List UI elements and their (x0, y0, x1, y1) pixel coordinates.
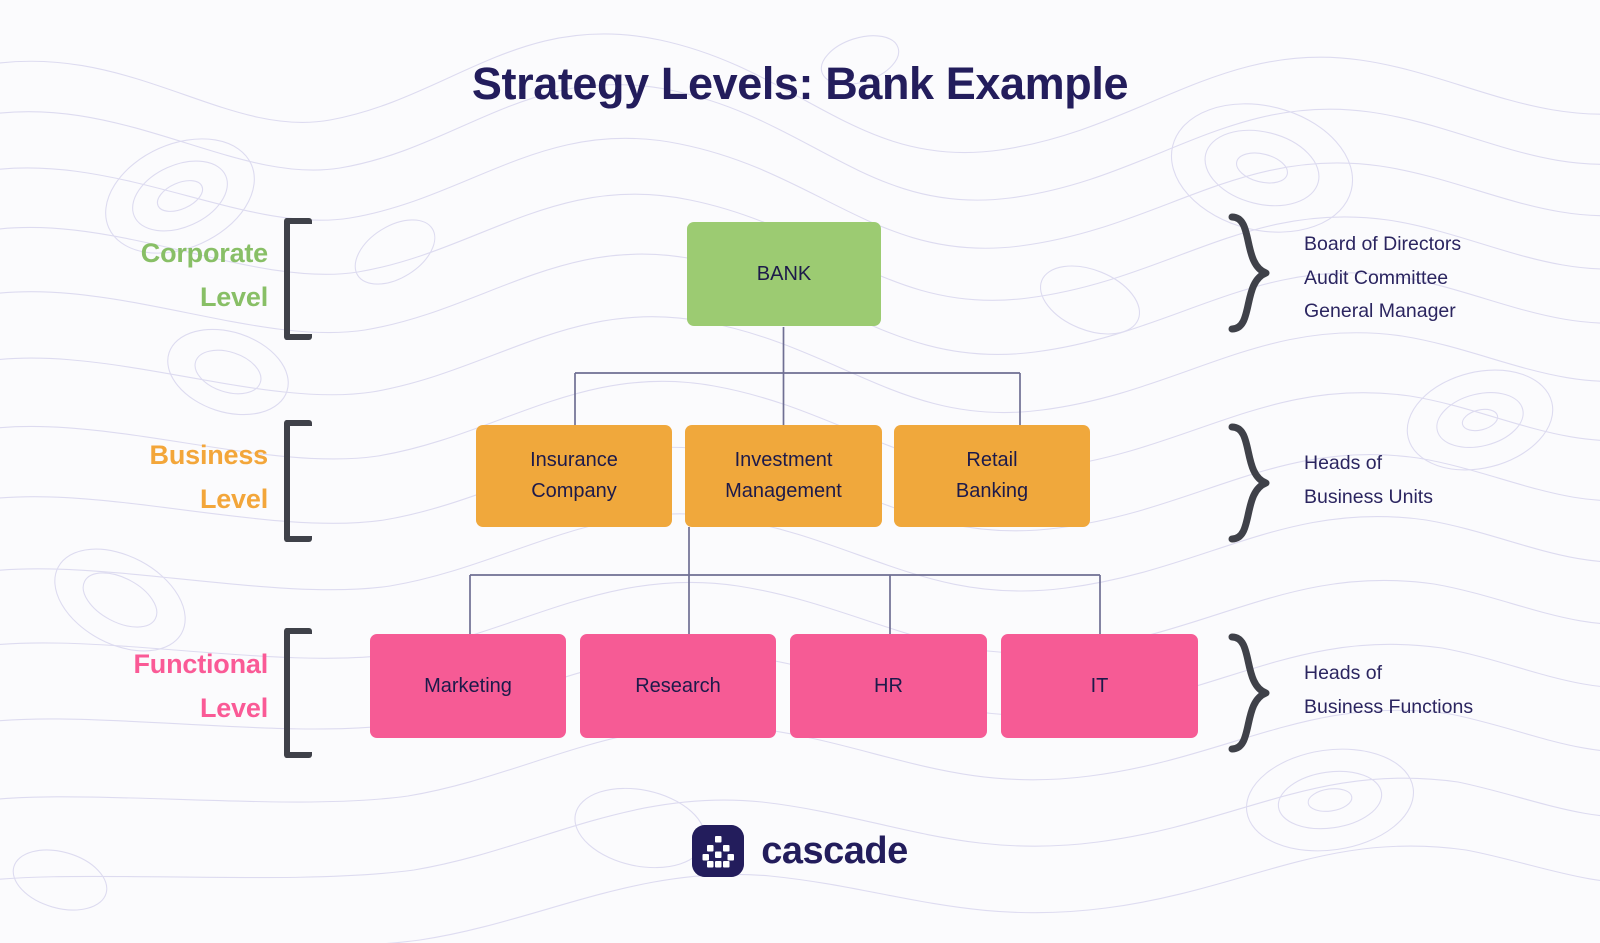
node-investment-management[interactable]: Investment Management (685, 425, 882, 527)
node-research-label: Research (635, 674, 721, 697)
node-research[interactable]: Research (580, 634, 776, 738)
node-retail-banking-line2: Banking (955, 480, 1029, 502)
node-insurance-company-line2: Company (531, 480, 617, 502)
annotation-business-line2: Business Units (1304, 485, 1433, 508)
node-insurance-company[interactable]: Insurance Company (476, 425, 672, 527)
node-hr[interactable]: HR (790, 634, 987, 738)
brace-business (1228, 423, 1270, 543)
node-bank-label: BANK (756, 262, 812, 285)
node-retail-banking-line1: Retail (966, 449, 1018, 471)
cascade-pyramid-icon (692, 825, 745, 877)
annotation-business-roles: Heads of Business Units (1304, 447, 1433, 514)
node-it-label: IT (1090, 674, 1109, 697)
annotation-corporate-roles: Board of Directors Audit Committee Gener… (1304, 228, 1461, 329)
annotation-functional-line2: Business Functions (1304, 695, 1474, 718)
annotation-corporate-line3: General Manager (1304, 300, 1456, 323)
brace-corporate (1228, 213, 1270, 333)
node-bank[interactable]: BANK (687, 222, 881, 326)
annotation-corporate-line1: Board of Directors (1304, 233, 1462, 255)
node-investment-management-line1: Investment (734, 449, 833, 471)
brand-name: cascade (761, 829, 908, 872)
node-it[interactable]: IT (1001, 634, 1198, 738)
node-retail-banking[interactable]: Retail Banking (894, 425, 1090, 527)
brace-functional (1228, 633, 1270, 753)
annotation-functional-line1: Heads of (1304, 662, 1383, 684)
node-insurance-company-line1: Insurance (530, 449, 618, 471)
node-hr-label: HR (874, 674, 903, 697)
node-marketing-label: Marketing (424, 674, 512, 697)
annotation-business-line1: Heads of (1304, 452, 1383, 474)
annotation-functional-roles: Heads of Business Functions (1304, 657, 1473, 724)
node-investment-management-line2: Management (725, 480, 842, 502)
footer-logo: cascade (0, 825, 1600, 877)
annotation-corporate-line2: Audit Committee (1304, 266, 1449, 289)
node-marketing[interactable]: Marketing (370, 634, 566, 738)
